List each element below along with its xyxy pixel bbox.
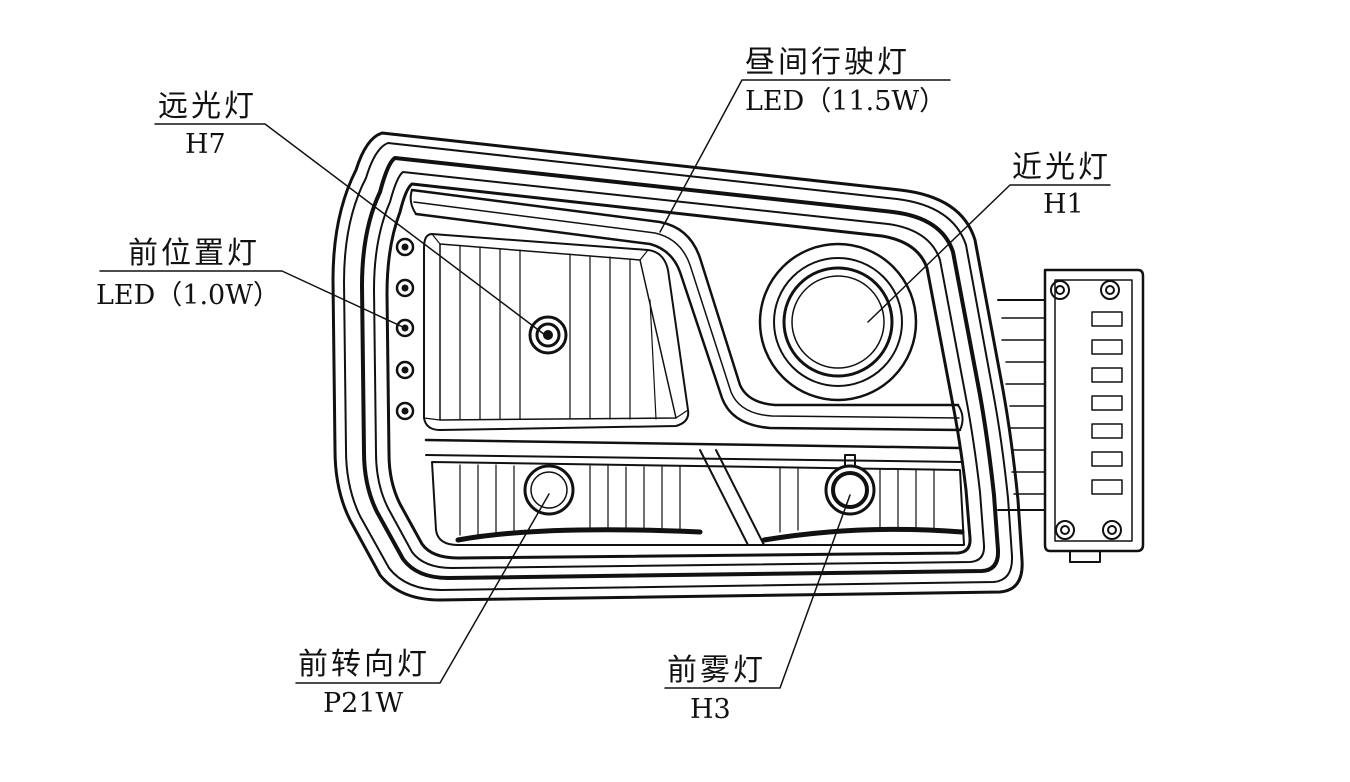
drl-spec: LED（11.5W）	[745, 86, 946, 117]
low-beam-spec: H1	[1043, 189, 1084, 220]
callout-fog: 前雾灯 H3	[667, 653, 766, 725]
headlamp-housing	[331, 131, 1145, 602]
high-beam-spec: H7	[185, 129, 226, 160]
callout-position: 前位置灯 LED（1.0W）	[96, 236, 280, 311]
turn-spec: P21W	[323, 688, 404, 719]
leader-fog	[664, 494, 851, 689]
callout-turn: 前转向灯 P21W	[298, 647, 430, 719]
leader-position	[99, 270, 406, 329]
drl-name: 昼间行驶灯	[745, 45, 910, 80]
low-beam-name: 近光灯	[1012, 150, 1111, 185]
fog-name: 前雾灯	[667, 653, 766, 688]
callout-high-beam: 远光灯 H7	[158, 89, 257, 160]
position-spec: LED（1.0W）	[96, 280, 280, 311]
fog-spec: H3	[690, 694, 731, 725]
leader-low-beam	[867, 184, 1111, 323]
leader-high-beam	[154, 123, 546, 336]
callout-drl: 昼间行驶灯 LED（11.5W）	[745, 45, 946, 117]
leader-turn	[295, 493, 550, 684]
high-beam-name: 远光灯	[158, 89, 257, 124]
position-name: 前位置灯	[128, 236, 260, 271]
turn-name: 前转向灯	[298, 647, 430, 682]
leader-lines	[99, 79, 1111, 689]
callout-low-beam: 近光灯 H1	[1012, 150, 1111, 220]
leader-drl	[659, 79, 951, 233]
